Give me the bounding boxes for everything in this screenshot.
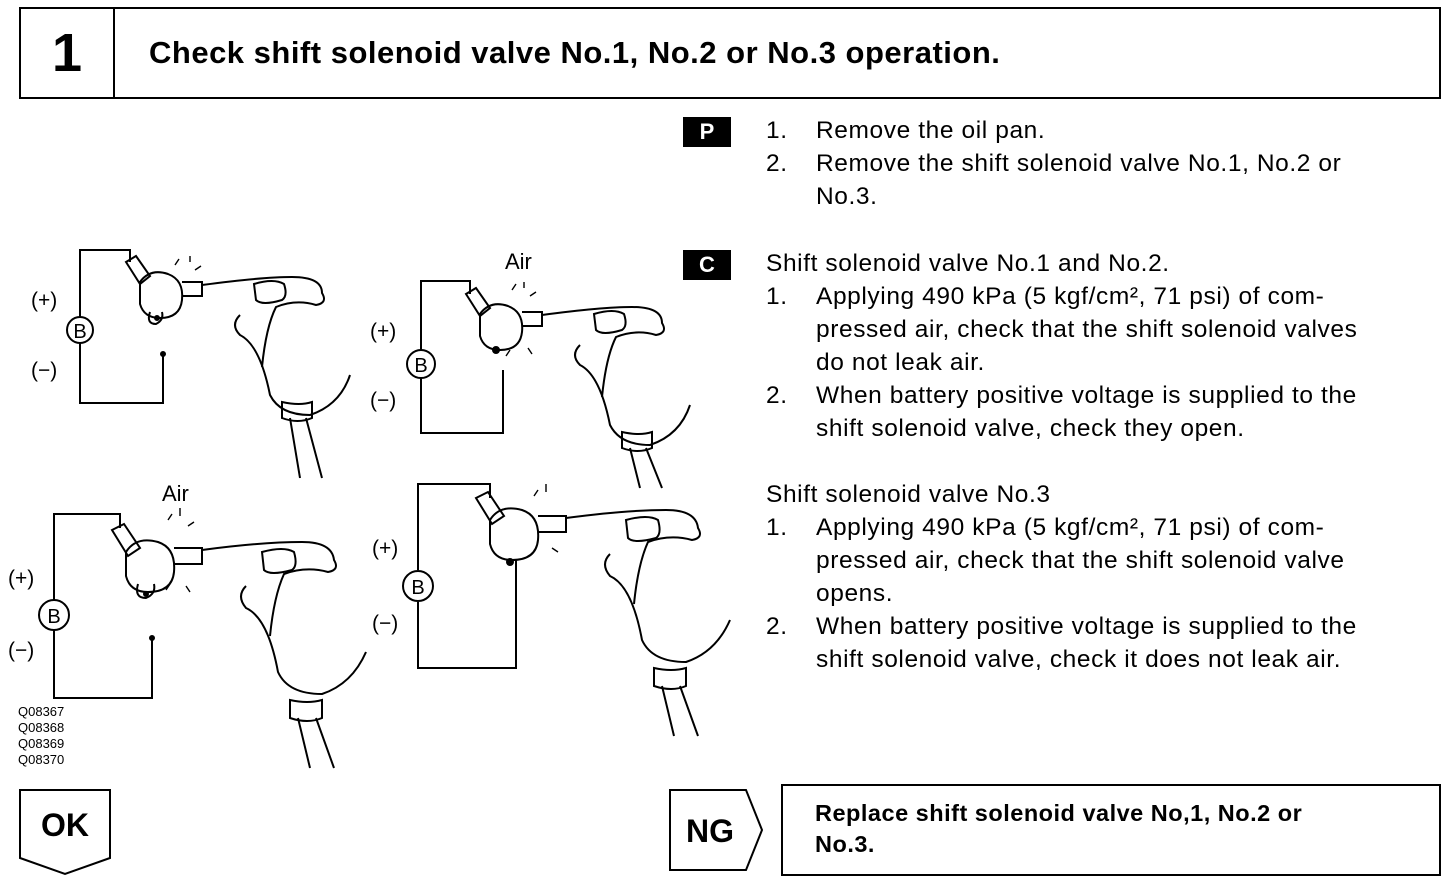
ng-action-box: Replace shift solenoid valve No,1, No.2 …	[781, 784, 1441, 876]
plus-label: (+)	[31, 289, 57, 312]
figure-code: Q08369	[18, 736, 65, 751]
minus-label: (−)	[370, 389, 396, 412]
figure-2: Air B (+) (−)	[370, 249, 691, 489]
ng-action-line-1: Replace shift solenoid valve No,1, No.2 …	[815, 800, 1303, 826]
battery-icon	[406, 349, 436, 379]
figure-1: B (+) (−)	[31, 249, 351, 479]
check-tag: C	[683, 250, 731, 280]
check-steps: Shift solenoid valve No.1 and No.2. 1.Ap…	[766, 247, 1357, 676]
battery-label: B	[411, 577, 424, 599]
check-2-step-1-cont: pressed air, check that the shift soleno…	[816, 547, 1345, 574]
minus-label: (−)	[372, 612, 398, 635]
check-2-step-2-cont: shift solenoid valve, check it does not …	[816, 646, 1342, 673]
battery-label: B	[47, 606, 60, 628]
ng-action-line-2: No.3.	[815, 831, 875, 857]
prep-tag: P	[683, 117, 731, 147]
check-1-step-1: 1.Applying 490 kPa (5 kgf/cm², 71 psi) o…	[766, 283, 1325, 310]
battery-label: B	[73, 321, 86, 343]
figure-code: Q08370	[18, 752, 65, 767]
plus-label: (+)	[372, 537, 398, 560]
prep-step-2: 2.Remove the shift solenoid valve No.1, …	[766, 150, 1342, 177]
step-header: 1 Check shift solenoid valve No.1, No.2 …	[19, 7, 1441, 99]
solenoid-test-illustrations: B (+) (−) Air B (+) (−)	[8, 249, 731, 769]
ng-label: NG	[686, 813, 734, 849]
battery-label: B	[414, 355, 427, 377]
figure-code: Q08367	[18, 704, 65, 719]
check-1-step-2-cont: shift solenoid valve, check they open.	[816, 415, 1245, 442]
air-label: Air	[162, 481, 189, 506]
battery-icon	[402, 570, 434, 602]
battery-icon	[66, 316, 94, 344]
section-heading-2: Shift solenoid valve No.3	[766, 481, 1051, 508]
air-label: Air	[505, 249, 532, 274]
battery-icon	[38, 599, 70, 631]
ng-arrow-icon: NG	[669, 789, 764, 871]
section-heading-1: Shift solenoid valve No.1 and No.2.	[766, 250, 1170, 277]
prep-steps: 1.Remove the oil pan. 2.Remove the shift…	[766, 114, 1341, 213]
check-2-step-1: 1.Applying 490 kPa (5 kgf/cm², 71 psi) o…	[766, 514, 1325, 541]
minus-label: (−)	[8, 639, 34, 662]
figure-3: Air B (+) (−)	[8, 481, 367, 769]
check-1-step-1-cont: pressed air, check that the shift soleno…	[816, 316, 1358, 343]
ok-label: OK	[41, 807, 89, 843]
check-1-step-1-cont2: do not leak air.	[816, 349, 985, 376]
ok-arrow-icon: OK	[19, 789, 111, 876]
minus-label: (−)	[31, 359, 57, 382]
ng-result: NG	[668, 788, 768, 879]
step-title: Check shift solenoid valve No.1, No.2 or…	[149, 35, 1001, 70]
prep-step-1: 1.Remove the oil pan.	[766, 117, 1046, 144]
plus-label: (+)	[370, 320, 396, 343]
check-2-step-2: 2.When battery positive voltage is suppl…	[766, 613, 1357, 640]
prep-step-2-cont: No.3.	[816, 183, 878, 210]
plus-label: (+)	[8, 567, 34, 590]
figure-4: B (+) (−)	[372, 483, 731, 737]
step-number: 1	[21, 9, 115, 97]
ok-result: OK	[18, 788, 114, 883]
figure-code: Q08368	[18, 720, 65, 735]
figure-codes: Q08367 Q08368 Q08369 Q08370	[18, 704, 64, 768]
check-1-step-2: 2.When battery positive voltage is suppl…	[766, 382, 1357, 409]
check-2-step-1-cont2: opens.	[816, 580, 894, 607]
